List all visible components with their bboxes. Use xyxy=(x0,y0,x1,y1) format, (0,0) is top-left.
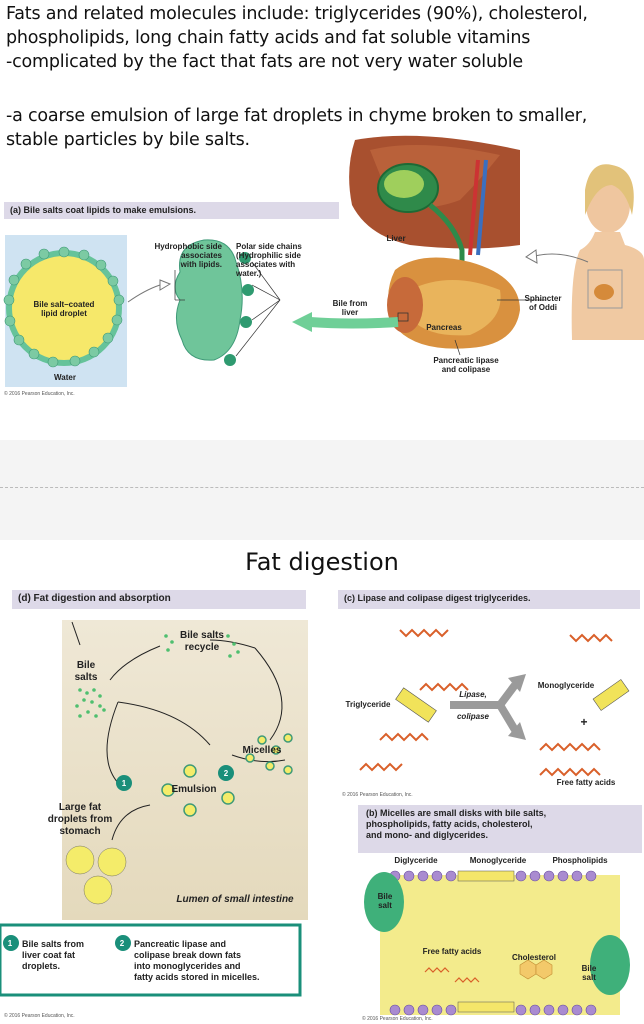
step-1-badge: 1 xyxy=(121,779,127,788)
micelles-label: Micelles xyxy=(242,745,282,756)
colipase-label: colipase xyxy=(456,712,489,721)
water-label: Water xyxy=(54,373,76,382)
copyright-3: © 2016 Pearson Education, Inc. xyxy=(342,792,413,798)
pancreas-label: Pancreas xyxy=(426,323,462,332)
diglyceride-label: Diglyceride xyxy=(394,856,438,865)
emulsion-text-line-1: -a coarse emulsion of large fat droplets… xyxy=(6,106,588,126)
emulsion-label: Emulsion xyxy=(171,784,217,795)
slide-title: Fat digestion xyxy=(245,548,399,576)
step-2-badge: 2 xyxy=(223,769,229,778)
intro-text-line-2: phospholipids, long chain fatty acids an… xyxy=(6,28,531,48)
lumen-label: Lumen of small intestine xyxy=(176,894,294,905)
cholesterol-label: Cholesterol xyxy=(511,953,556,962)
emulsion-illustration xyxy=(3,135,644,387)
free-fatty-acids-b-label: Free fatty acids xyxy=(422,947,482,956)
slide-fat-digestion: Fat digestion (d) Fat digestion and abso… xyxy=(0,540,644,1024)
emulsion-text-line-2: stable particles by bile salts. xyxy=(6,130,250,150)
copyright-4: © 2016 Pearson Education, Inc. xyxy=(362,1016,433,1022)
slide-gap xyxy=(0,440,644,540)
free-fatty-acids-label: Free fatty acids xyxy=(556,778,616,787)
panel-c-title: (c) Lipase and colipase digest triglycer… xyxy=(338,590,640,609)
legend-1-badge: 1 xyxy=(7,939,13,948)
phospholipids-label: Phospholipids xyxy=(552,856,608,865)
panel-a-title: (a) Bile salts coat lipids to make emuls… xyxy=(4,202,339,219)
intro-text-line-1: Fats and related molecules include: trig… xyxy=(6,4,588,24)
copyright-2: © 2016 Pearson Education, Inc. xyxy=(4,1013,75,1019)
monoglyceride-label: Monoglyceride xyxy=(537,681,595,690)
legend-2-badge: 2 xyxy=(119,939,125,948)
intro-text-line-3: -complicated by the fact that fats are n… xyxy=(6,52,523,72)
monoglyceride-b-label: Monoglyceride xyxy=(469,856,527,865)
lipase-label: Lipase, xyxy=(459,690,487,699)
triglyceride-label: Triglyceride xyxy=(345,700,391,709)
plus-sign: + xyxy=(580,715,588,729)
copyright-1: © 2016 Pearson Education, Inc. xyxy=(4,391,75,397)
fat-digestion-illustration xyxy=(0,620,642,1016)
liver-label: Liver xyxy=(386,234,406,243)
slide-bile-emulsion: Fats and related molecules include: trig… xyxy=(0,0,644,440)
panel-b-title: (b) Micelles are small disks with bile s… xyxy=(366,808,547,840)
panel-d-title: (d) Fat digestion and absorption xyxy=(12,590,306,609)
